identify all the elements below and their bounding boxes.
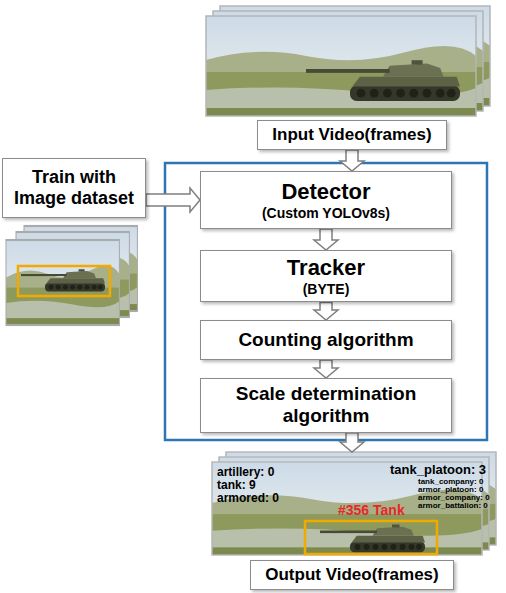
process-box: Detector(Custom YOLOv8s) [200, 171, 452, 229]
input-frames [206, 6, 490, 116]
node-title: Output Video(frames) [250, 560, 453, 590]
block-arrow [314, 360, 338, 378]
node-title: Counting algorithm [238, 329, 413, 351]
block-arrow [340, 150, 364, 171]
output-frames [212, 452, 496, 555]
count-label: artillery: 0 [217, 466, 274, 479]
block-arrow [314, 229, 338, 250]
block-arrow [146, 188, 200, 212]
count-label: tank: 9 [217, 479, 256, 492]
node-title: Input Video(frames) [272, 125, 431, 145]
node-subtitle: (BYTE) [303, 281, 350, 298]
node-title: Tracker [287, 255, 365, 281]
node-title: Train with Image dataset [9, 167, 139, 209]
training-box: Train with Image dataset [2, 158, 146, 218]
count-label: armor_battalion: 0 [418, 502, 488, 511]
process-box: Scale determination algorithm [200, 378, 452, 433]
node-title: Scale determination algorithm [207, 383, 445, 428]
count-label: armored: 0 [217, 492, 279, 505]
video-box: Input Video(frames) [257, 120, 446, 150]
process-box: Tracker(BYTE) [200, 250, 452, 302]
count-label: tank_platoon: 3 [390, 463, 486, 477]
node-title: Detector [281, 179, 370, 205]
process-box: Counting algorithm [200, 320, 452, 360]
bounding-box [305, 521, 437, 554]
training-images [6, 226, 137, 325]
node-subtitle: (Custom YOLOv8s) [262, 205, 390, 222]
block-arrow [340, 433, 364, 452]
block-arrow [314, 302, 338, 320]
pipeline-frame [165, 163, 487, 440]
track-label: #356 Tank [338, 503, 405, 518]
bounding-box [18, 266, 110, 296]
